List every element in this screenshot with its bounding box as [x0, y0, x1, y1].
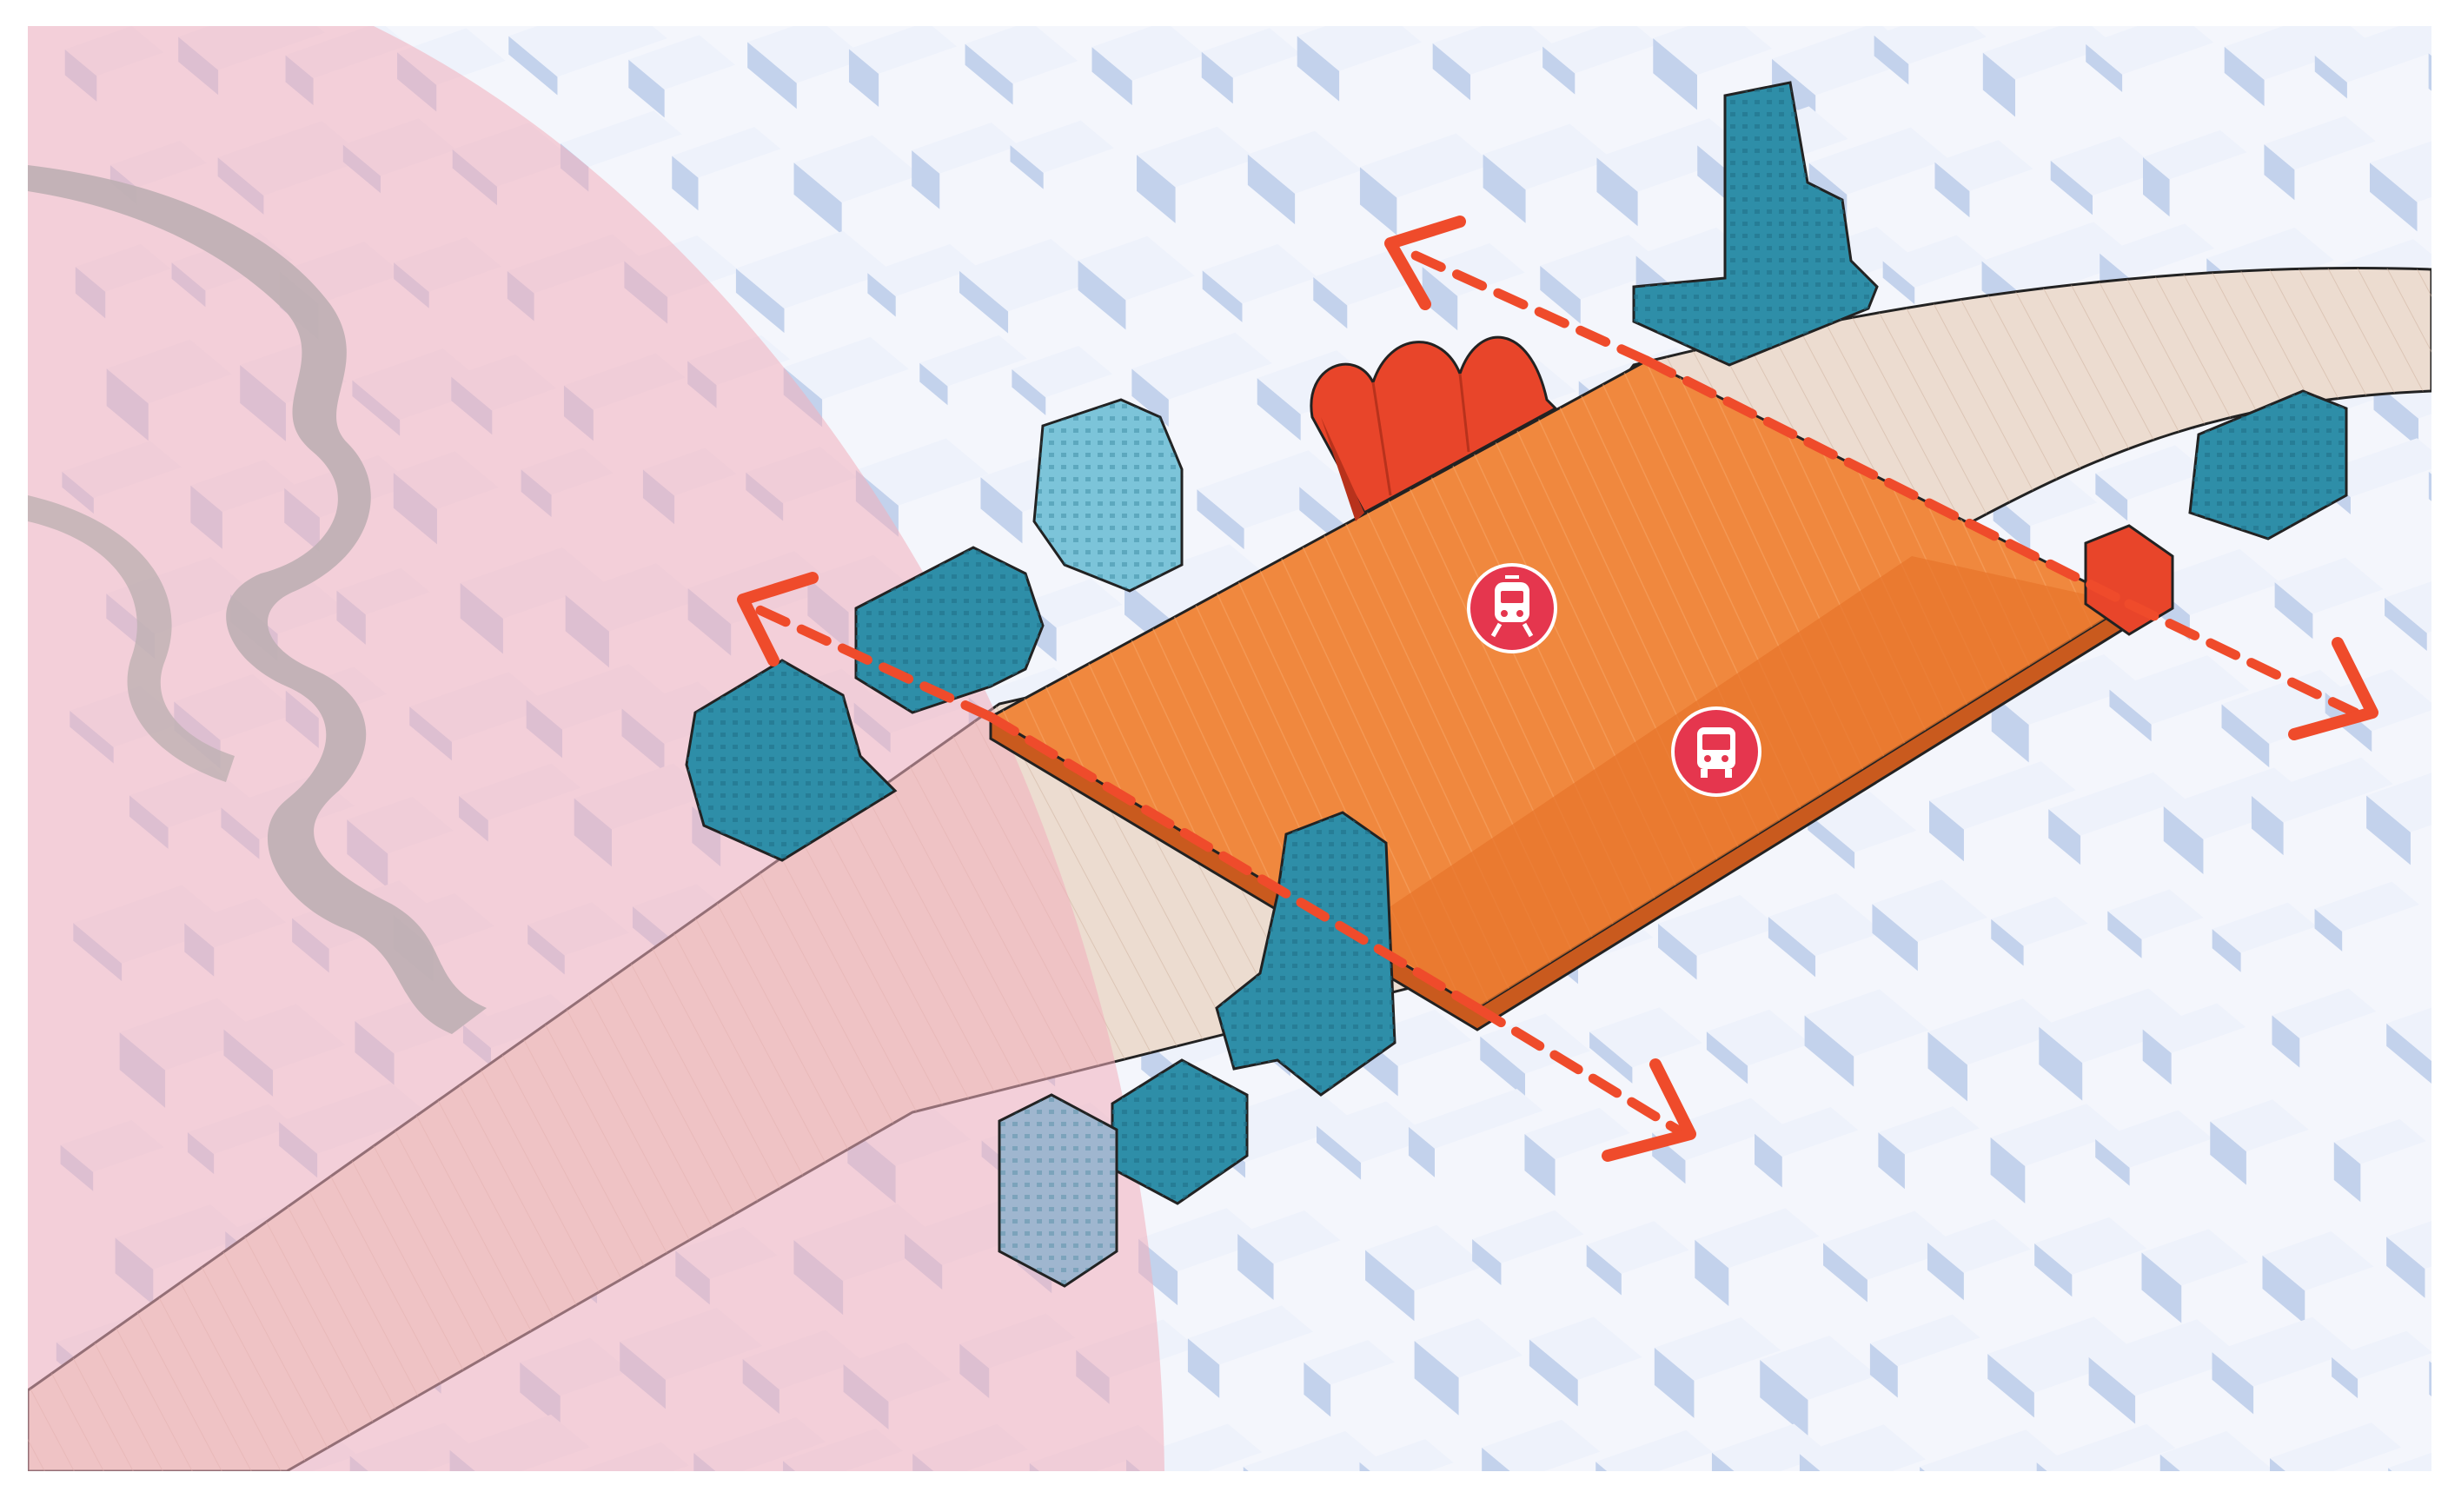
bus-icon: [1673, 708, 1760, 795]
tower-south-small: [999, 1095, 1117, 1286]
train-icon: [1469, 565, 1556, 652]
